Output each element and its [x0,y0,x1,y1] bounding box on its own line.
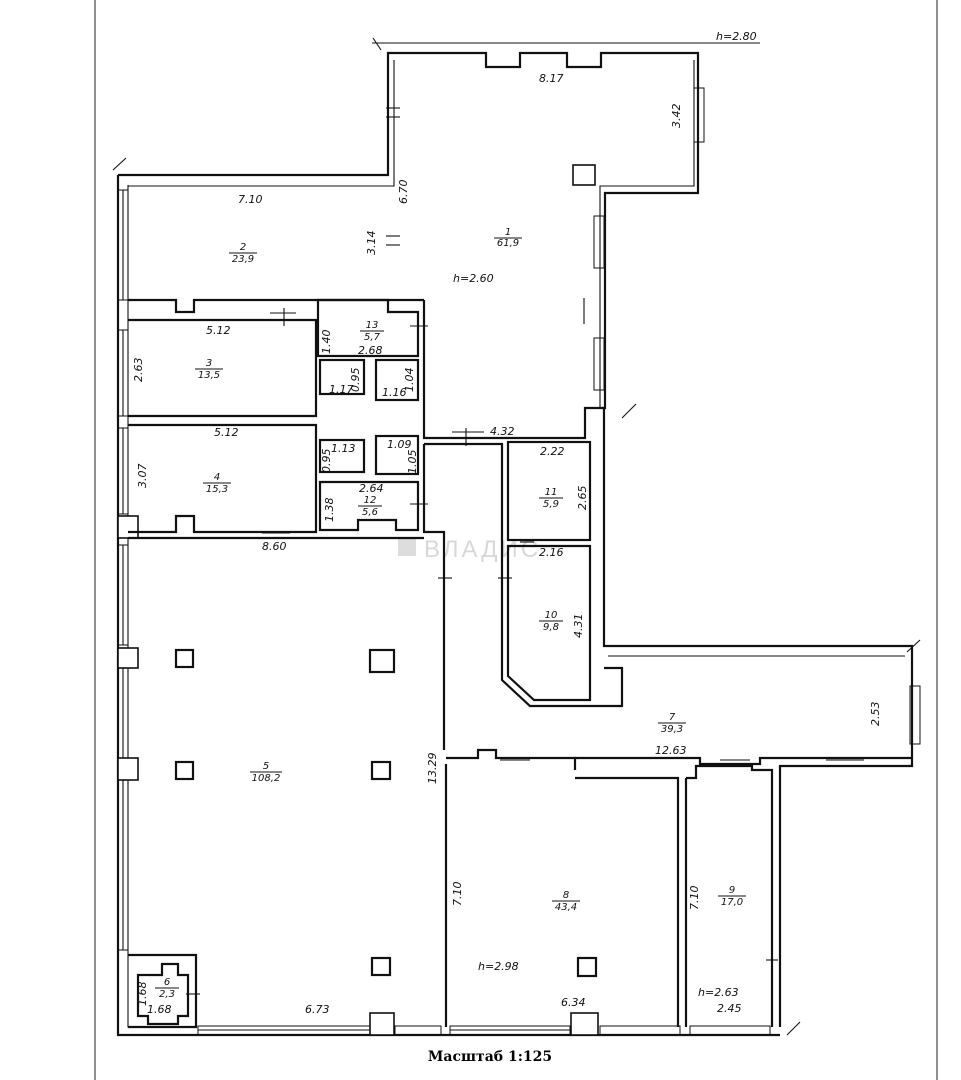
height-room8: h=2.98 [478,960,519,973]
dim-r6-bottom: 1.68 [147,1003,172,1016]
room-area: 108,2 [252,773,281,784]
dim-r12-top: 2.64 [359,482,384,495]
room-label-12: 12 5,6 [358,495,382,518]
dim-r11-top: 2.22 [540,445,565,458]
room-area: 5,6 [362,507,378,518]
room-label-9: 9 17,0 [718,885,746,908]
room-label-2: 2 23,9 [229,242,257,265]
sheet-frame [94,0,938,1080]
room-number: 6 [164,977,170,988]
dim-c4-w: 1.09 [387,438,412,451]
ceiling-heights: h=2.80 h=2.60 h=2.98 h=2.63 [453,30,757,999]
room-label-6: 6 2,3 [155,977,179,1000]
room-label-5: 5 108,2 [250,761,282,784]
room-area: 13,5 [198,370,220,381]
scale-caption: Масштаб 1:125 [428,1049,552,1065]
dim-r1-right: 3.42 [670,104,683,129]
interior-walls [128,107,912,1029]
room-label-3: 3 13,5 [195,358,223,381]
room-number: 13 [366,320,379,331]
dim-c3-h: 0.95 [320,449,333,474]
dim-r10-right: 4.31 [572,614,585,639]
dim-r1-left: 6.70 [397,180,410,205]
room-number: 11 [545,487,558,498]
room-label-1: 1 61,9 [494,227,522,249]
dim-r4-left: 3.07 [136,464,149,489]
room-number: 10 [545,610,558,621]
dim-r11-right: 2.65 [576,486,589,511]
room-area: 43,4 [555,902,577,913]
room-number: 7 [669,712,676,723]
height-top: h=2.80 [716,30,757,43]
room-number: 12 [364,495,377,506]
height-room9: h=2.63 [698,986,739,999]
height-room1: h=2.60 [453,272,494,285]
room-number: 4 [214,472,220,483]
dim-r9-left: 7.10 [688,886,701,911]
dim-r8-left: 7.10 [451,882,464,907]
room-label-7: 7 39,3 [658,712,686,735]
dim-r2-right: 3.14 [365,231,378,256]
room-number: 1 [505,227,511,238]
room-area: 5,9 [543,499,559,510]
dim-r12-left: 1.38 [323,498,336,523]
room-area: 5,7 [364,332,381,343]
room-area: 39,3 [661,724,683,735]
room-label-10: 10 9,8 [539,610,563,633]
dim-r5-top: 8.60 [262,540,287,553]
dim-r3-top: 5.12 [206,324,231,337]
dimensions-vertical: 3.42 6.70 3.14 2.63 3.07 13.29 1.68 2.53… [132,104,882,1007]
room-label-4: 4 15,3 [203,472,231,495]
room-number: 9 [729,885,735,896]
dim-r8-bottom: 6.34 [561,996,586,1009]
dim-r7-right: 2.53 [869,702,882,727]
room-number: 3 [206,358,212,369]
dimensions-horizontal: 8.17 4.32 7.10 5.12 5.12 8.60 6.73 1.68 … [147,72,742,1016]
room-label-13: 13 5,7 [360,320,384,343]
dim-r6-left: 1.68 [136,982,149,1007]
room-area: 17,0 [721,897,743,908]
dim-c4-h: 1.05 [406,450,419,475]
room-area: 23,9 [232,254,254,265]
room-area: 61,9 [497,238,519,249]
dim-r2-top: 7.10 [238,193,263,206]
room-number: 2 [240,242,246,253]
dim-r5-bottom: 6.73 [305,1003,330,1016]
room-label-11: 11 5,9 [539,487,563,510]
dim-r5-right: 13.29 [426,753,439,785]
dim-r1-bottom: 4.32 [490,425,515,438]
dim-c3-w: 1.13 [331,442,356,455]
room-area: 15,3 [206,484,228,495]
dim-r13-left: 1.40 [320,330,333,355]
room-number: 5 [263,761,269,772]
dim-r10-top: 2.16 [539,546,564,559]
dim-c1-h: 0.95 [349,368,362,393]
dim-r1-top: 8.17 [539,72,564,85]
dim-r9-bottom: 2.45 [717,1002,742,1015]
dim-c2-w: 1.16 [382,386,407,399]
room-label-8: 8 43,4 [552,890,580,913]
room-number: 8 [563,890,569,901]
columns [174,648,598,978]
room-area: 2,3 [159,989,175,1000]
dim-r3-left: 2.63 [132,358,145,383]
dim-c1-w: 1.17 [329,383,354,396]
dim-r13-bottom: 2.68 [358,344,383,357]
room-area: 9,8 [543,622,559,633]
dim-c2-h: 1.04 [403,368,416,393]
dim-r7-bottom: 12.63 [655,744,687,757]
dim-r4-top: 5.12 [214,426,239,439]
